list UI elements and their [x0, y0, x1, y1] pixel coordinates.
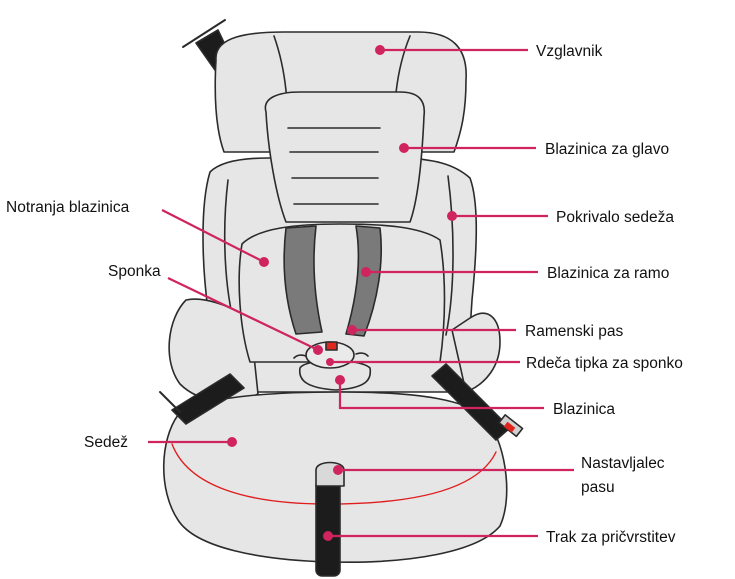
leader-notranja-blazinica	[161, 209, 265, 263]
left-shoulder-pad	[283, 225, 323, 335]
dot-trak	[323, 531, 333, 541]
label-pokrivalo-sedeza: Pokrivalo sedeža	[556, 209, 674, 226]
label-ramenski-pas: Ramenski pas	[525, 323, 623, 340]
label-sponka: Sponka	[108, 263, 161, 280]
inner-cushion-shape	[238, 223, 446, 363]
dot-pokrivalo-sedeza	[447, 211, 457, 221]
leader-sponka	[167, 277, 319, 351]
label-vzglavnik: Vzglavnik	[536, 43, 603, 60]
right-shoulder-pad	[345, 225, 383, 337]
leader-lines	[148, 48, 574, 538]
label-sedez: Sedež	[84, 434, 128, 451]
dot-vzglavnik	[375, 45, 385, 55]
label-notranja-blazinica: Notranja blazinica	[6, 199, 130, 216]
dot-ramenski-pas	[347, 325, 357, 335]
label-blazinica-za-glavo: Blazinica za glavo	[545, 141, 669, 158]
label-nastavljalec-line2: pasu	[581, 479, 615, 496]
front-adjuster-strap	[315, 479, 341, 577]
leader-dots	[227, 45, 457, 541]
dot-sponka	[313, 345, 323, 355]
label-blazinica-za-ramo: Blazinica za ramo	[547, 265, 669, 282]
dot-notranja-blazinica	[259, 257, 269, 267]
label-blazinica: Blazinica	[553, 401, 615, 418]
dot-rdeca-tipka	[326, 358, 334, 366]
leader-blazinica	[338, 380, 544, 410]
car-seat-illustration	[159, 19, 524, 577]
dot-blazinica	[335, 375, 345, 385]
labels: Vzglavnik Blazinica za glavo Pokrivalo s…	[6, 43, 683, 546]
dot-blazinica-za-ramo	[361, 267, 371, 277]
dot-blazinica-za-glavo	[399, 143, 409, 153]
dot-sedez	[227, 437, 237, 447]
buckle-red-button	[325, 341, 338, 351]
label-trak: Trak za pričvrstitev	[546, 529, 676, 546]
label-rdeca-tipka: Rdeča tipka za sponko	[526, 355, 683, 372]
label-nastavljalec-line1: Nastavljalec	[581, 455, 665, 472]
dot-nastavljalec	[333, 465, 343, 475]
left-belt	[171, 373, 245, 425]
head-pad	[264, 91, 426, 223]
